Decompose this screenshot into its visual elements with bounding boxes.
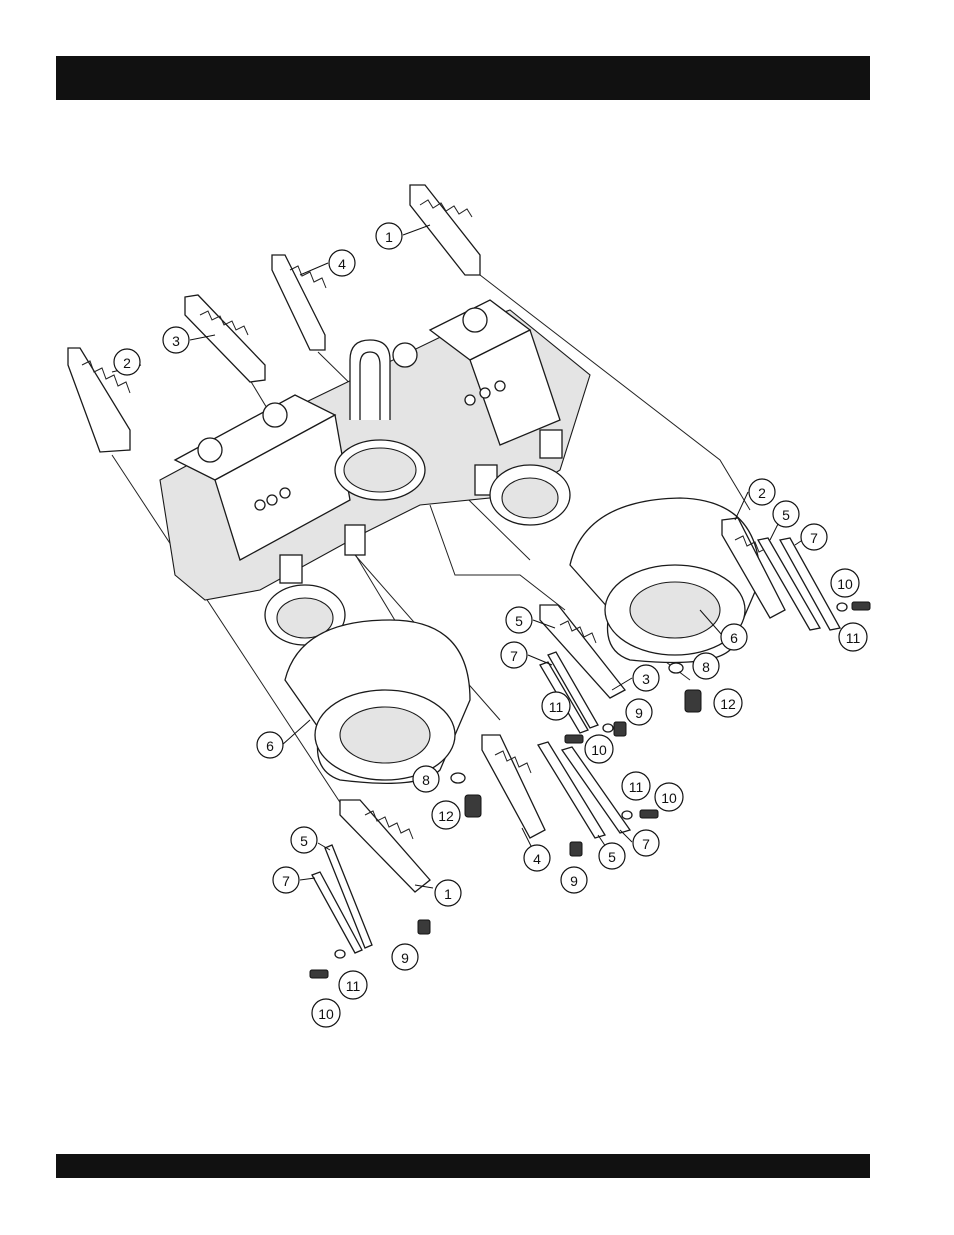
callout-label: 10	[318, 1006, 334, 1022]
callout-2-left: 2	[114, 349, 140, 375]
callout-label: 7	[282, 873, 290, 889]
callout-2-right: 2	[749, 479, 775, 505]
drum-left	[285, 620, 470, 783]
callout-label: 1	[385, 229, 393, 245]
callout-4-top: 4	[329, 250, 355, 276]
callout-label: 7	[810, 530, 818, 546]
scraper-bracket-1-bottom	[340, 800, 430, 892]
callout-label: 6	[730, 630, 738, 646]
callout-label: 11	[846, 630, 861, 646]
callout-7-center-bottom: 7	[633, 830, 659, 856]
callout-10-center: 10	[585, 735, 613, 763]
callout-label: 12	[438, 808, 454, 824]
callout-label: 12	[720, 696, 736, 712]
callout-7-center: 7	[501, 642, 527, 668]
callout-4-bottom: 4	[524, 845, 550, 871]
callout-1-top: 1	[376, 223, 402, 249]
callout-5-right: 5	[773, 501, 799, 527]
callout-8-left: 8	[413, 766, 439, 792]
callout-5-center-bottom: 5	[599, 843, 625, 869]
callout-11-right: 11	[839, 623, 867, 651]
callout-label: 11	[629, 779, 644, 795]
callout-label: 4	[338, 256, 346, 272]
callout-label: 2	[758, 485, 766, 501]
callout-7-right: 7	[801, 524, 827, 550]
callout-label: 10	[591, 742, 607, 758]
callout-3-top: 3	[163, 327, 189, 353]
callout-10-center-right: 10	[655, 783, 683, 811]
callout-5-center: 5	[506, 607, 532, 633]
callout-1-bottom: 1	[435, 880, 461, 906]
callout-label: 3	[172, 333, 180, 349]
scraper-bracket-4-top	[272, 255, 326, 350]
callout-11-left: 11	[339, 971, 367, 999]
callout-label: 6	[266, 738, 274, 754]
callout-label: 7	[510, 648, 518, 664]
callout-label: 1	[444, 886, 452, 902]
callout-label: 11	[549, 699, 564, 715]
callout-label: 5	[515, 613, 523, 629]
callout-9-bottom: 9	[561, 867, 587, 893]
callout-7-left: 7	[273, 867, 299, 893]
callout-6-right: 6	[721, 624, 747, 650]
scraper-bracket-4-bottom	[482, 735, 545, 838]
callout-label: 8	[422, 772, 430, 788]
callout-label: 3	[642, 671, 650, 687]
callout-label: 5	[300, 833, 308, 849]
callout-label: 5	[608, 849, 616, 865]
callout-6-left: 6	[257, 732, 283, 758]
callout-12-left: 12	[432, 801, 460, 829]
callout-label: 5	[782, 507, 790, 523]
callout-label: 9	[635, 705, 643, 721]
callout-10-right: 10	[831, 569, 859, 597]
callout-label: 8	[702, 659, 710, 675]
callout-label: 11	[346, 978, 361, 994]
callout-label: 9	[570, 873, 578, 889]
scraper-bracket-1-top	[410, 185, 480, 275]
callout-12-right: 12	[714, 689, 742, 717]
callout-8-right: 8	[693, 653, 719, 679]
callout-10-left: 10	[312, 999, 340, 1027]
callout-9-left: 9	[392, 944, 418, 970]
callout-label: 10	[837, 576, 853, 592]
bolt-12-right	[685, 690, 701, 712]
callout-label: 7	[642, 836, 650, 852]
callout-3-bottom: 3	[633, 665, 659, 691]
callout-11-center: 11	[542, 692, 570, 720]
callout-label: 4	[533, 851, 541, 867]
callout-label: 2	[123, 355, 131, 371]
callout-11-center-right: 11	[622, 772, 650, 800]
callout-5-left: 5	[291, 827, 317, 853]
callout-label: 9	[401, 950, 409, 966]
callout-label: 10	[661, 790, 677, 806]
callout-9-center: 9	[626, 699, 652, 725]
bolt-12-left	[465, 795, 481, 817]
